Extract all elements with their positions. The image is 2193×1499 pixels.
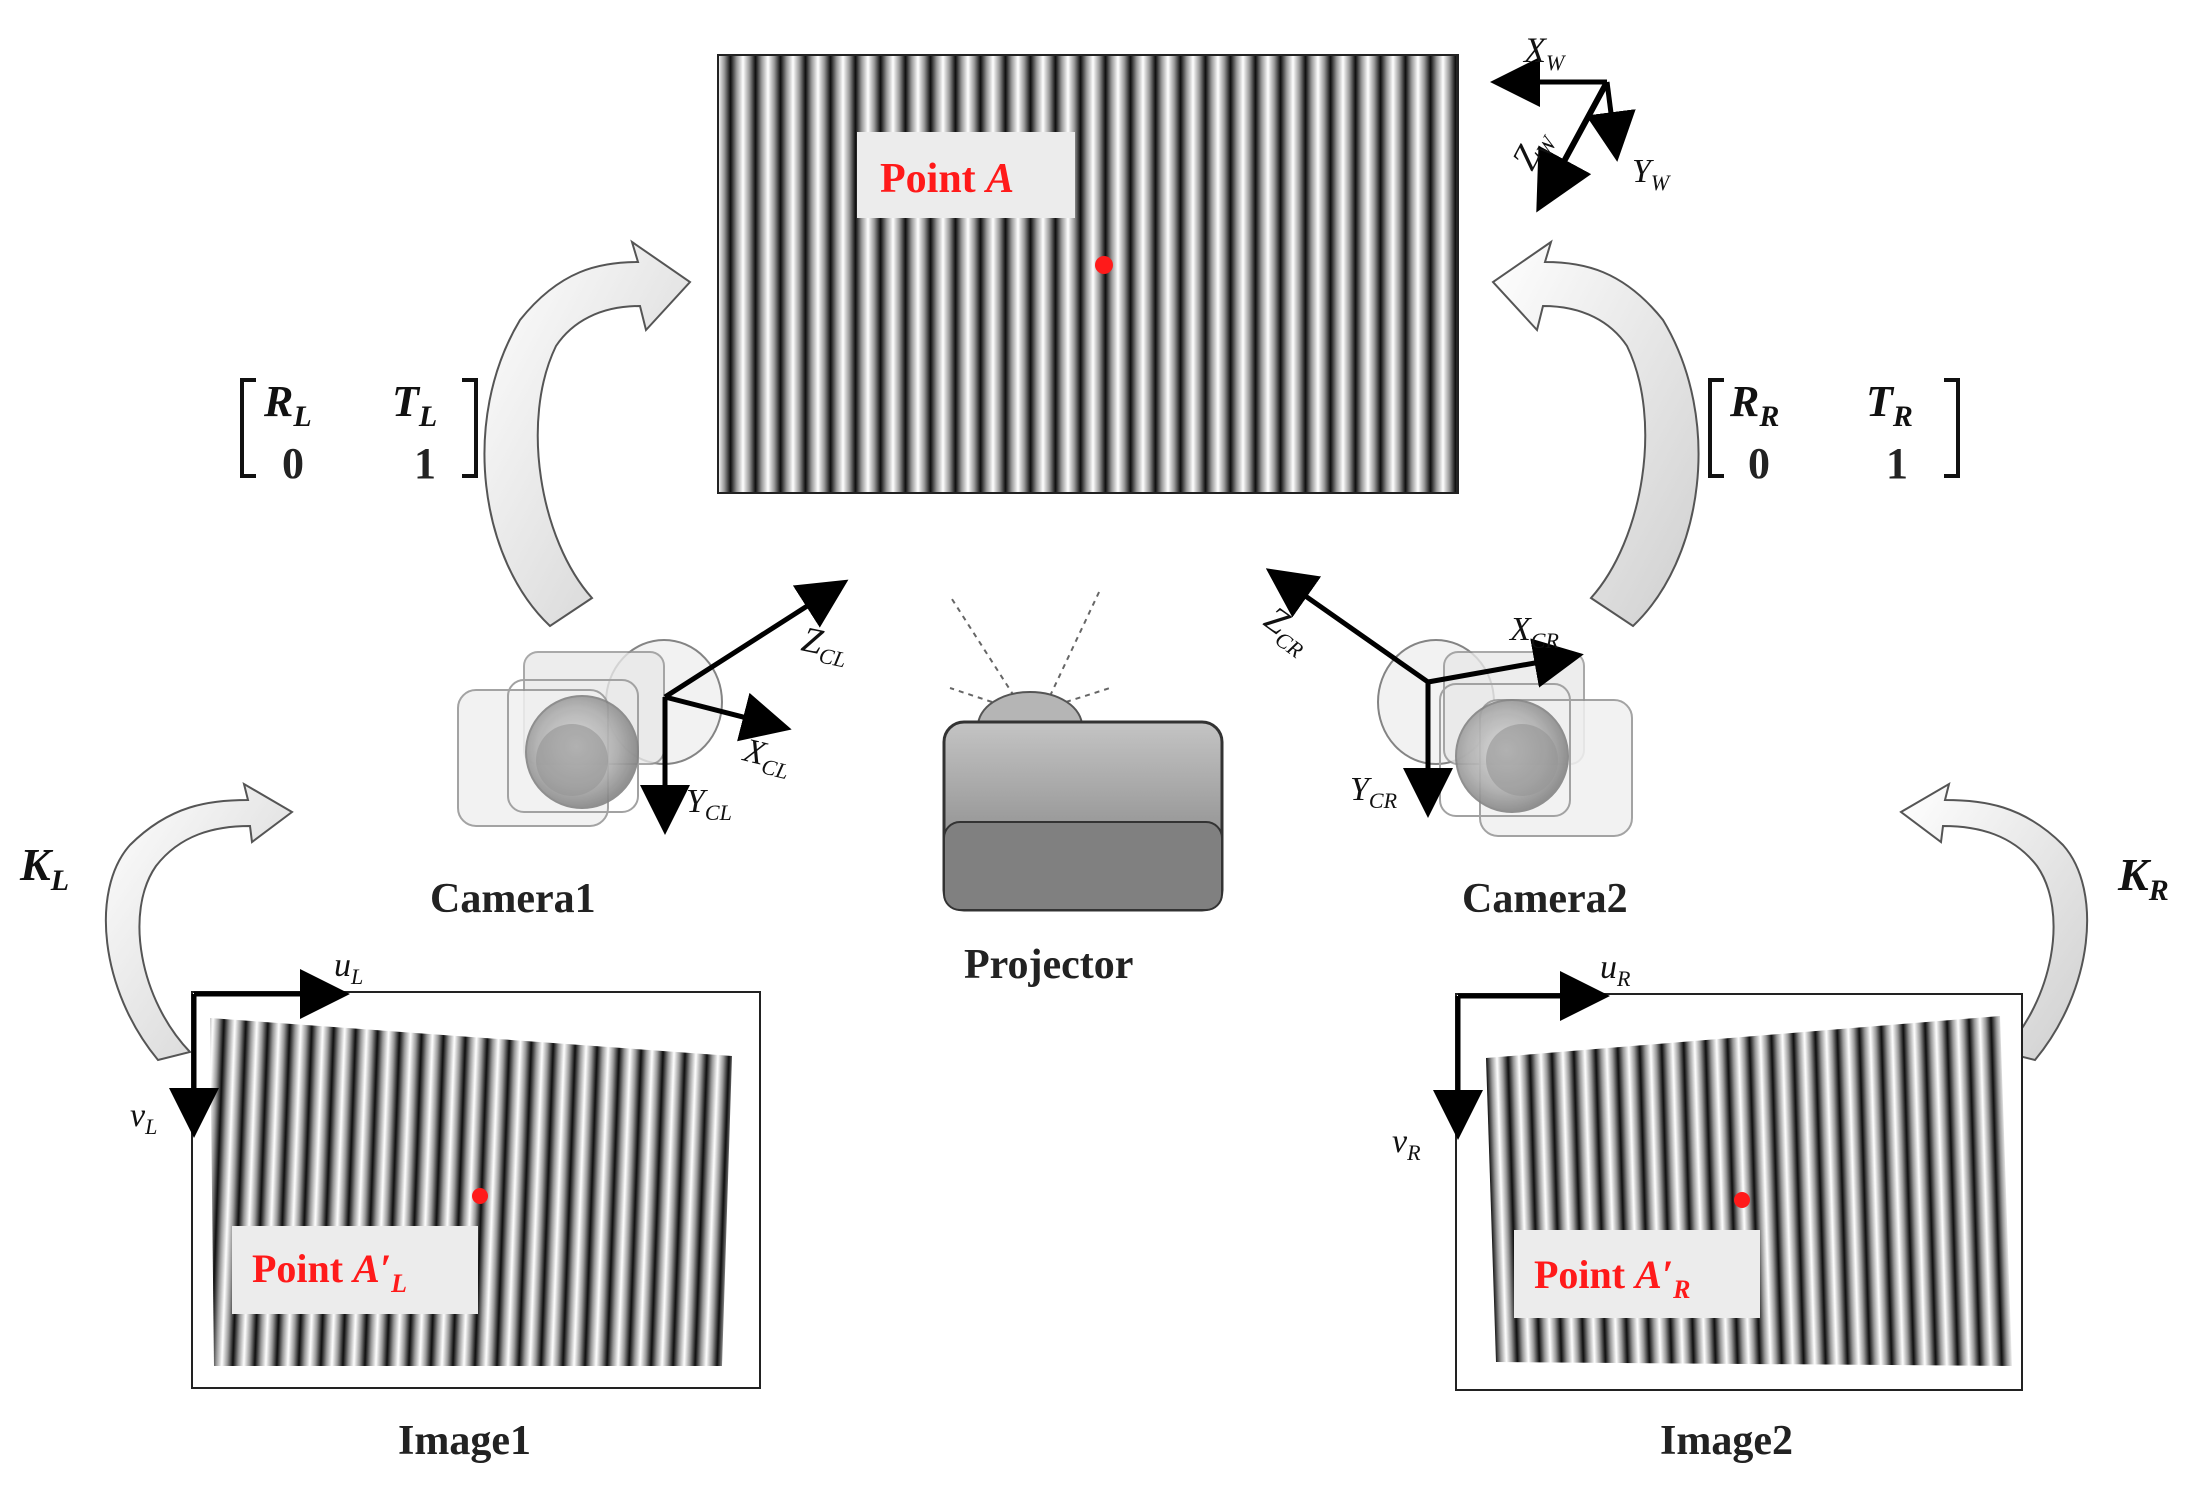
image1-axes: uL vL [130, 947, 363, 1139]
camera1-label: Camera1 [430, 876, 596, 922]
svg-text:1: 1 [414, 439, 436, 488]
svg-text:0: 0 [1748, 439, 1770, 488]
image2-point-label: Point A′R [1534, 1252, 1690, 1304]
svg-text:0: 0 [282, 439, 304, 488]
image1-point-label-box: Point A′L [232, 1226, 478, 1314]
intrinsic-right-arrow [1899, 781, 2089, 1062]
camera1-y-label: YCL [686, 783, 732, 825]
image2-axes: uR vR [1392, 949, 1631, 1165]
image2-point-marker [1734, 1192, 1750, 1208]
image2-label: Image2 [1660, 1418, 1793, 1464]
axis-yw-label: YW [1632, 153, 1671, 195]
image1-point-marker [472, 1188, 488, 1204]
extrinsic-left-arrow [483, 239, 692, 628]
camera2-z-label: ZCR [1254, 598, 1320, 663]
image1-point-label: Point A′L [252, 1246, 407, 1298]
svg-text:RR: RR [1729, 377, 1779, 433]
axis-zw-label: ZW [1504, 122, 1563, 178]
left-extrinsic-matrix: RL TL 0 1 [240, 377, 478, 488]
image1-label: Image1 [398, 1418, 531, 1464]
right-intrinsic-label: KR [2117, 849, 2169, 907]
image1-v-label: vL [130, 1097, 157, 1139]
image2-v-label: vR [1392, 1123, 1421, 1165]
camera2-x-label: XCR [1508, 611, 1559, 653]
svg-text:TR: TR [1866, 377, 1913, 433]
right-extrinsic-matrix: RR TR 0 1 [1708, 377, 1960, 488]
projector-light-rays [949, 589, 1111, 703]
projector-icon [942, 691, 1224, 912]
camera1-z-label: ZCL [797, 619, 852, 673]
extrinsic-right-arrow [1491, 239, 1700, 628]
svg-text:RL: RL [263, 377, 312, 433]
camera2-y-label: YCR [1350, 771, 1398, 813]
camera1-axes: ZCL XCL YCL [640, 579, 852, 835]
svg-text:1: 1 [1886, 439, 1908, 488]
image2-point-label-box: Point A′R [1514, 1230, 1760, 1318]
svg-text:TL: TL [392, 377, 437, 433]
image1-u-label: uL [334, 947, 363, 989]
point-a-label-box: Point A [857, 132, 1075, 218]
camera1-x-label: XCL [737, 731, 795, 784]
image2-u-label: uR [1600, 949, 1631, 991]
image2-frame [1455, 993, 2023, 1391]
point-a-marker [1095, 256, 1113, 274]
camera1-icon [457, 639, 723, 827]
world-axes: XW YW ZW [1490, 30, 1671, 213]
projected-fringe-pattern [717, 54, 1459, 494]
axis-xw-label: XW [1522, 30, 1566, 75]
projector-label: Projector [964, 942, 1133, 988]
camera2-icon [1377, 639, 1633, 837]
camera2-label: Camera2 [1462, 876, 1628, 922]
left-intrinsic-label: KL [19, 839, 69, 897]
point-a-label: Point A [880, 156, 1014, 202]
intrinsic-left-arrow [104, 781, 294, 1062]
